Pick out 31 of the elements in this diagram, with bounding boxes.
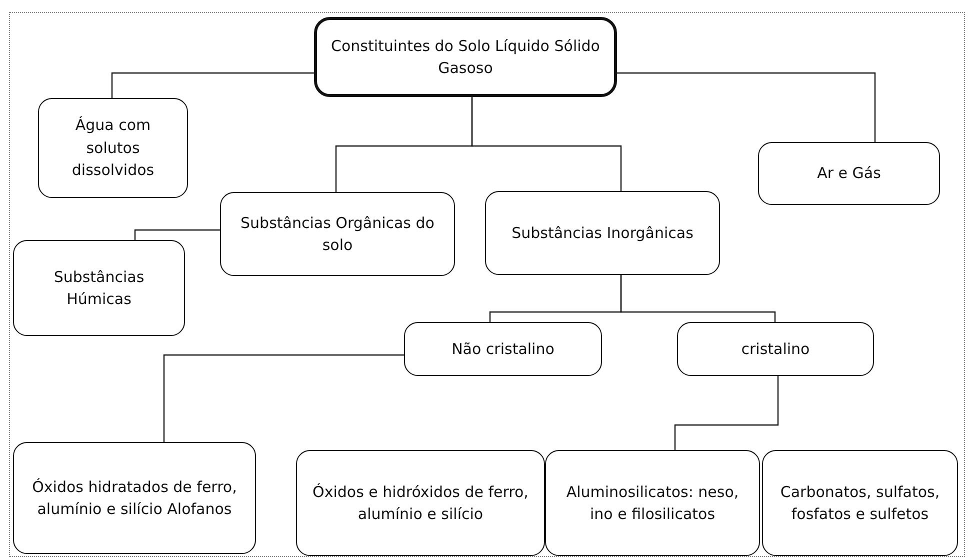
node-label: Substâncias Húmicas [52,266,146,310]
node-label: Óxidos hidratados de ferro, alumínio e silício Alofanos [31,476,238,520]
connector-line [111,72,314,98]
process-box [485,191,720,275]
process-box [13,442,256,554]
connector-line [620,275,776,322]
node-label: Óxidos e hidróxidos de ferro, alumínio e silício [312,482,530,525]
node-label: Constituintes do Solo Líquido Sólido Gasoso [330,36,601,79]
connector-line [134,229,220,240]
node-label: Aluminosilicatos: neso, ino e filosilicatos [565,482,740,525]
node-label: cristalino [741,338,810,360]
process-box [296,450,545,556]
connector-line [617,72,876,142]
process-box [13,240,185,336]
connector-line [674,376,779,450]
process-box [677,322,874,376]
node-label: Carbonatos, sulfatos, fosfatos e sulfetos [779,482,941,525]
node-label: Ar e Gás [817,163,881,184]
node-label: Não cristalino [452,338,554,360]
process-box [404,322,602,376]
process-box [758,142,940,205]
node-label: Substâncias Inorgânicas [512,222,694,244]
process-box [314,17,617,97]
process-box [220,192,455,276]
connector-line [163,354,404,442]
process-box [762,450,958,556]
node-label: Água com solutos dissolvidos [70,115,156,182]
node-label: Substâncias Orgânicas do solo [240,212,436,256]
connector-line [471,97,622,191]
process-box [545,450,760,556]
process-box [38,98,188,198]
